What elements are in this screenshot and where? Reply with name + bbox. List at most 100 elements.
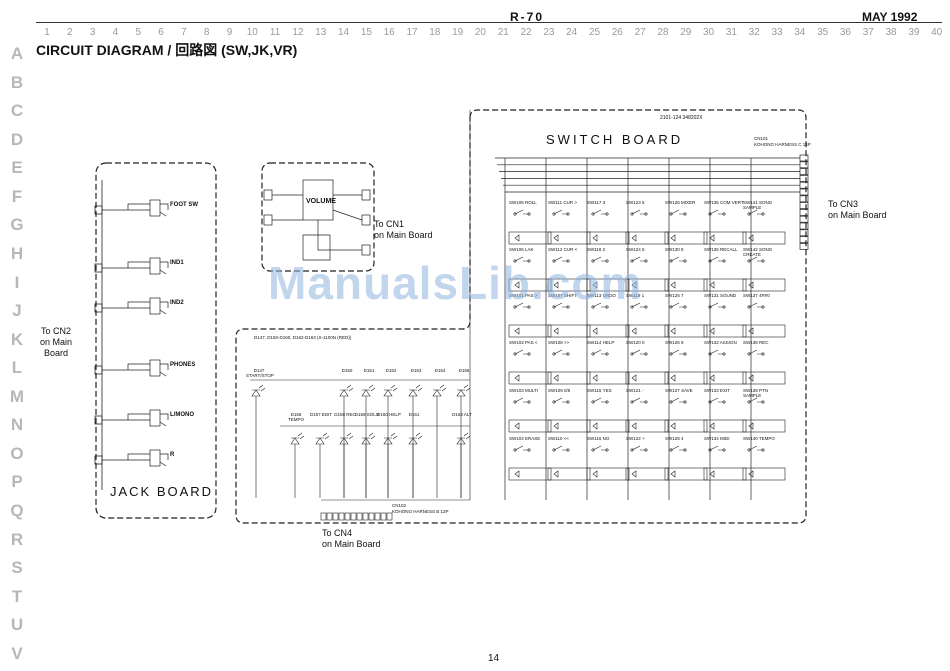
switch-terminal <box>552 400 556 404</box>
column-number: 37 <box>862 27 874 38</box>
switch-terminal <box>605 352 609 356</box>
led-label: D158 REC <box>334 412 356 417</box>
diode-symbol <box>670 470 676 478</box>
switch-contact <box>592 349 607 355</box>
switch-terminal <box>761 212 765 216</box>
led-symbol <box>361 432 376 445</box>
cn102-pin <box>374 512 381 521</box>
cn101-pin <box>799 188 809 196</box>
led-label: D154 <box>434 368 446 373</box>
cn102-pin <box>320 512 327 521</box>
diode-box <box>508 419 552 433</box>
diode-box <box>703 278 747 292</box>
jack-wire <box>102 363 150 371</box>
diode-symbol <box>748 374 754 382</box>
led-label: D157 EDIT <box>309 412 333 417</box>
switch-id: SW125 7 <box>665 293 684 298</box>
switch-id: SW136 RECALL <box>704 247 738 252</box>
row-letter: R <box>10 529 24 549</box>
cn101-pin <box>799 181 809 189</box>
column-number: 19 <box>452 27 464 38</box>
diode-box <box>625 324 669 338</box>
switch-matrix <box>508 209 786 481</box>
column-number: 12 <box>292 27 304 38</box>
switch-id: SW104 ERASE <box>509 436 541 441</box>
switch-id: SW113 UNDO <box>587 293 616 298</box>
switch-id: SW117 3 <box>587 200 606 205</box>
led-symbol <box>456 384 471 397</box>
jack-wire <box>102 453 150 461</box>
row-letter: K <box>10 329 24 349</box>
led-label: D152 <box>385 368 397 373</box>
switch-terminal <box>552 212 556 216</box>
row-letter: N <box>10 415 24 435</box>
cn102-pin <box>344 512 351 521</box>
switch-contact <box>592 209 607 215</box>
cn4-label: To CN4 on Main Board <box>322 528 381 549</box>
cn101-pin <box>799 195 809 203</box>
column-number: 34 <box>794 27 806 38</box>
switch-terminal <box>669 305 673 309</box>
diode-symbol <box>592 327 598 335</box>
diode-symbol <box>709 281 715 289</box>
switch-terminal <box>708 259 712 263</box>
column-number: 21 <box>497 27 509 38</box>
row-letter: Q <box>10 501 24 520</box>
diode-box <box>703 419 747 433</box>
led-label: D160 HELP <box>377 412 401 417</box>
led-label: D156 TEMPO <box>287 412 304 422</box>
diode-symbol <box>553 374 559 382</box>
diode-symbol <box>514 374 520 382</box>
diode-box <box>586 231 630 245</box>
diode-symbol <box>670 281 676 289</box>
led-symbol <box>456 432 471 445</box>
row-letter: A <box>10 44 24 63</box>
diode-symbol <box>514 470 520 478</box>
switch-terminal <box>552 259 556 263</box>
column-number: 14 <box>338 27 350 38</box>
switch-terminal <box>747 352 751 356</box>
diode-symbol <box>553 234 559 242</box>
led-symbol <box>339 432 354 445</box>
column-number: 20 <box>474 27 486 38</box>
switch-terminal <box>761 448 765 452</box>
diode-box <box>547 278 591 292</box>
switch-contact <box>670 256 685 262</box>
cn3-label: To CN3 on Main Board <box>828 199 887 220</box>
switch-terminal <box>708 212 712 216</box>
diode-symbol <box>748 234 754 242</box>
cn102-pin <box>386 512 393 521</box>
diode-symbol <box>670 422 676 430</box>
led-symbol <box>315 432 330 445</box>
switch-terminal <box>722 259 726 263</box>
switch-id: SW126 MIXER <box>665 200 696 205</box>
switch-terminal <box>630 305 634 309</box>
jack-socket <box>149 257 161 275</box>
cn102-pin <box>362 512 369 521</box>
switch-terminal <box>747 259 751 263</box>
diode-box <box>703 467 747 481</box>
switch-terminal <box>747 400 751 404</box>
switch-id: SW139 PTN SAMPLE <box>743 388 769 398</box>
diode-symbol <box>631 234 637 242</box>
diode-symbol <box>631 470 637 478</box>
diode-symbol <box>592 234 598 242</box>
jack-wire <box>102 301 150 309</box>
switch-terminal <box>527 448 531 452</box>
cn102-pin <box>332 512 339 521</box>
switch-terminal <box>722 305 726 309</box>
row-letter: U <box>10 615 24 635</box>
switch-terminal <box>644 212 648 216</box>
switch-terminal <box>566 259 570 263</box>
switch-id: SW116 NO <box>587 436 610 441</box>
switch-contact <box>709 397 724 403</box>
column-number: 7 <box>181 27 187 38</box>
jack-label: L/MONO <box>170 412 194 418</box>
watermark: ManualsLib.com <box>268 257 643 309</box>
switch-id: SW112 CUR < <box>548 247 578 252</box>
jack-wire <box>102 261 150 269</box>
cn101-pin <box>799 168 809 175</box>
diode-box <box>586 419 630 433</box>
volume-board-outline <box>261 162 375 272</box>
